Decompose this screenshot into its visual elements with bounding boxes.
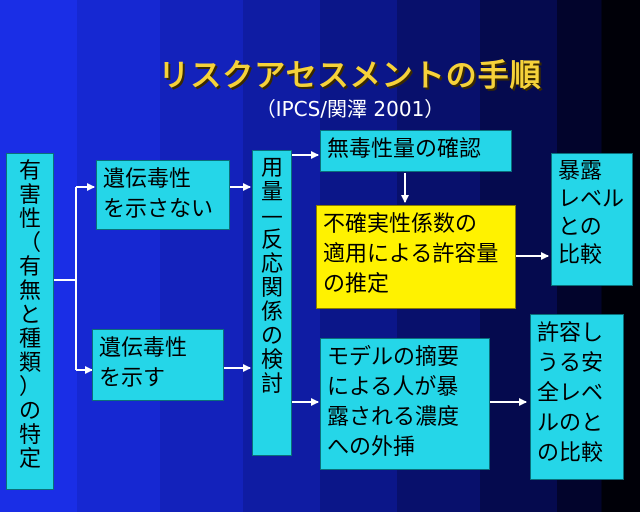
node-uncertainty-factor: 不確実性係数の 適用による許容量 の推定 [316, 205, 516, 309]
node-acceptable-level-comparison: 許容し うる安 全レベ ルのと の比較 [530, 314, 624, 480]
node-dose-response: 用量—反応関係の検討 [252, 150, 292, 456]
vertical-char: 害 [18, 183, 41, 208]
vertical-char: 種 [18, 327, 41, 352]
vertical-char: と [18, 303, 41, 328]
vertical-char: 類 [18, 351, 41, 376]
vertical-char: ） [18, 375, 41, 400]
vertical-char: 応 [260, 252, 283, 277]
vertical-char: 反 [260, 228, 283, 253]
node-model-extrapolation: モデルの摘要 による人が暴 露される濃度 への外挿 [320, 338, 490, 470]
vertical-char: 有 [18, 255, 41, 280]
vertical-char: — [261, 204, 283, 229]
vertical-char: 性 [18, 207, 41, 232]
vertical-char: 有 [18, 159, 41, 184]
vertical-char: （ [18, 231, 41, 256]
vertical-char: 定 [18, 447, 41, 472]
vertical-char: 討 [260, 372, 283, 397]
vertical-char: 無 [18, 279, 41, 304]
vertical-char: 量 [260, 180, 283, 205]
vertical-char: 検 [260, 348, 283, 373]
vertical-char: 係 [260, 300, 283, 325]
vertical-char: 関 [260, 276, 283, 301]
node-noael-confirmation: 無毒性量の確認 [320, 130, 512, 172]
node-genotoxic: 遺伝毒性 を示す [92, 329, 224, 401]
vertical-char: 特 [18, 423, 41, 448]
vertical-char: 用 [260, 156, 283, 181]
diagram-subtitle: （IPCS/関澤 2001） [255, 97, 445, 121]
diagram-title: リスクアセスメントの手順 [158, 58, 542, 94]
node-exposure-comparison: 暴露 レベル との 比較 [551, 153, 633, 286]
vertical-char: の [18, 399, 41, 424]
vertical-char: の [260, 324, 283, 349]
node-hazard-identification: 有害性（有無と種類）の特定 [6, 153, 54, 490]
node-non-genotoxic: 遺伝毒性 を示さない [96, 160, 230, 230]
